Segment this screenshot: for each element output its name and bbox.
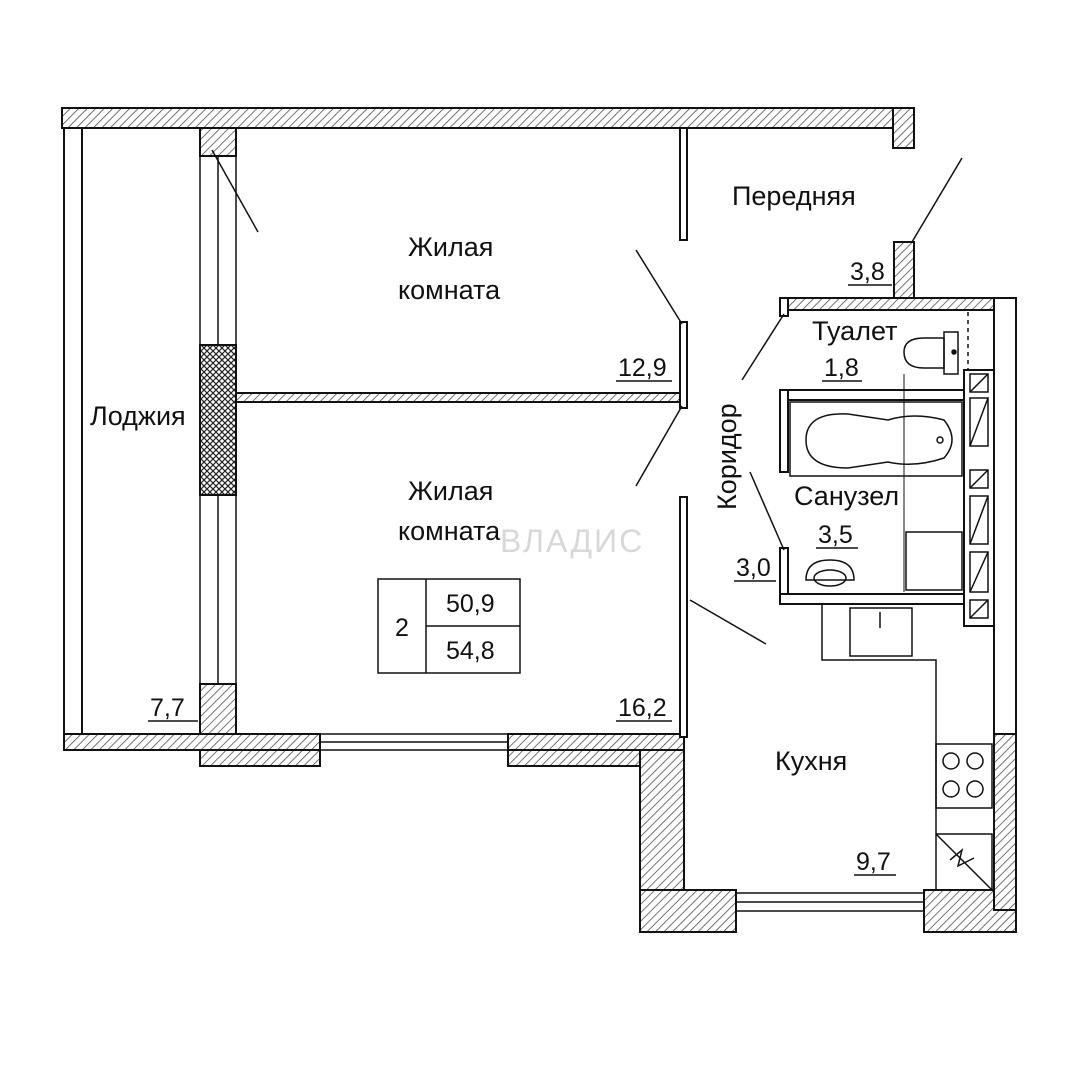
wall-pier-mid xyxy=(199,344,237,496)
room-kitchen-label: Кухня xyxy=(775,746,847,776)
ventilation-shaft xyxy=(963,369,995,627)
washbasin-icon xyxy=(805,559,855,587)
room-living-bottom-label-1: Жилая xyxy=(408,476,493,506)
wall-pier-bottom xyxy=(199,683,237,735)
summary-total-area: 54,8 xyxy=(446,637,495,665)
wall-kitchen-right xyxy=(993,733,1017,911)
door-swings xyxy=(211,149,963,645)
room-loggia-label: Лоджия xyxy=(90,401,186,431)
room-corridor-label: Коридор xyxy=(712,403,742,510)
watermark: ВЛАДИС xyxy=(500,523,644,559)
wall-top-right-stub xyxy=(892,107,915,149)
room-kitchen-area: 9,7 xyxy=(856,848,891,876)
fixtures xyxy=(789,312,993,892)
room-living-bottom-label-2: комната xyxy=(398,516,501,546)
duct xyxy=(969,551,989,593)
partition-bath-left2 xyxy=(779,389,789,473)
toilet-icon xyxy=(903,331,959,375)
partition-bath-left xyxy=(779,297,789,317)
door-entry xyxy=(911,157,963,243)
wall-entry xyxy=(893,241,915,299)
room-bathroom-area: 3,5 xyxy=(818,521,853,549)
wall-top xyxy=(61,107,915,129)
duct xyxy=(969,373,989,393)
room-hallway-area: 3,8 xyxy=(850,258,885,286)
ventilation-ducts xyxy=(969,373,989,619)
kitchen-sink-icon xyxy=(849,607,913,657)
duct xyxy=(969,599,989,619)
summary-box: 2 50,9 54,8 xyxy=(377,578,521,674)
room-loggia-area: 7,7 xyxy=(150,694,185,722)
stove-icon xyxy=(935,743,993,809)
wall-bath-right xyxy=(993,297,1017,735)
wall-bottom-mid xyxy=(507,733,685,751)
wall-bottom-left-hatch xyxy=(199,749,321,767)
partition-hall-top xyxy=(679,127,688,241)
door-room-bottom xyxy=(635,405,683,487)
duct xyxy=(969,397,989,447)
partitions xyxy=(235,127,995,738)
door-bathroom xyxy=(749,471,785,551)
partition-hall-low xyxy=(679,496,688,738)
washing-machine-icon xyxy=(905,531,963,591)
boiler-icon xyxy=(935,833,993,892)
wall-bottom-left xyxy=(63,733,321,751)
exterior-walls xyxy=(61,107,1017,933)
room-toilet-label: Туалет xyxy=(812,316,897,346)
duct xyxy=(969,469,989,489)
duct-diagonals xyxy=(969,373,989,619)
room-bathroom-label: Санузел xyxy=(794,481,899,511)
summary-living-total: 50,9 xyxy=(446,590,495,618)
door-kitchen xyxy=(689,599,767,645)
room-hallway-label: Передняя xyxy=(732,181,856,211)
wall-bath-top xyxy=(779,297,1017,311)
room-living-top-area: 12,9 xyxy=(618,354,667,382)
wall-loggia-left xyxy=(63,127,83,735)
room-corridor-area: 3,0 xyxy=(736,554,771,582)
door-room-top xyxy=(635,249,683,325)
wall-pier-top xyxy=(199,127,237,157)
summary-rooms-count: 2 xyxy=(395,614,409,642)
room-living-top-label-1: Жилая xyxy=(408,232,493,262)
bathtub-icon xyxy=(789,401,963,477)
room-living-top-label-2: комната xyxy=(398,275,501,305)
windows xyxy=(199,155,925,912)
door-toilet xyxy=(741,313,785,381)
partition-toilet-bottom xyxy=(779,389,971,401)
wall-kitchen-bottom-left xyxy=(639,889,737,933)
duct xyxy=(969,495,989,545)
partition-hall-mid xyxy=(679,321,688,409)
room-labels: Жилая комната 12,9 Жилая комната 16,2 Ло… xyxy=(90,181,899,876)
partition-bath-bottom xyxy=(779,593,995,605)
room-toilet-area: 1,8 xyxy=(824,354,859,382)
room-living-bottom-area: 16,2 xyxy=(618,694,667,722)
door-loggia xyxy=(211,149,259,233)
partition-rooms xyxy=(235,392,681,403)
